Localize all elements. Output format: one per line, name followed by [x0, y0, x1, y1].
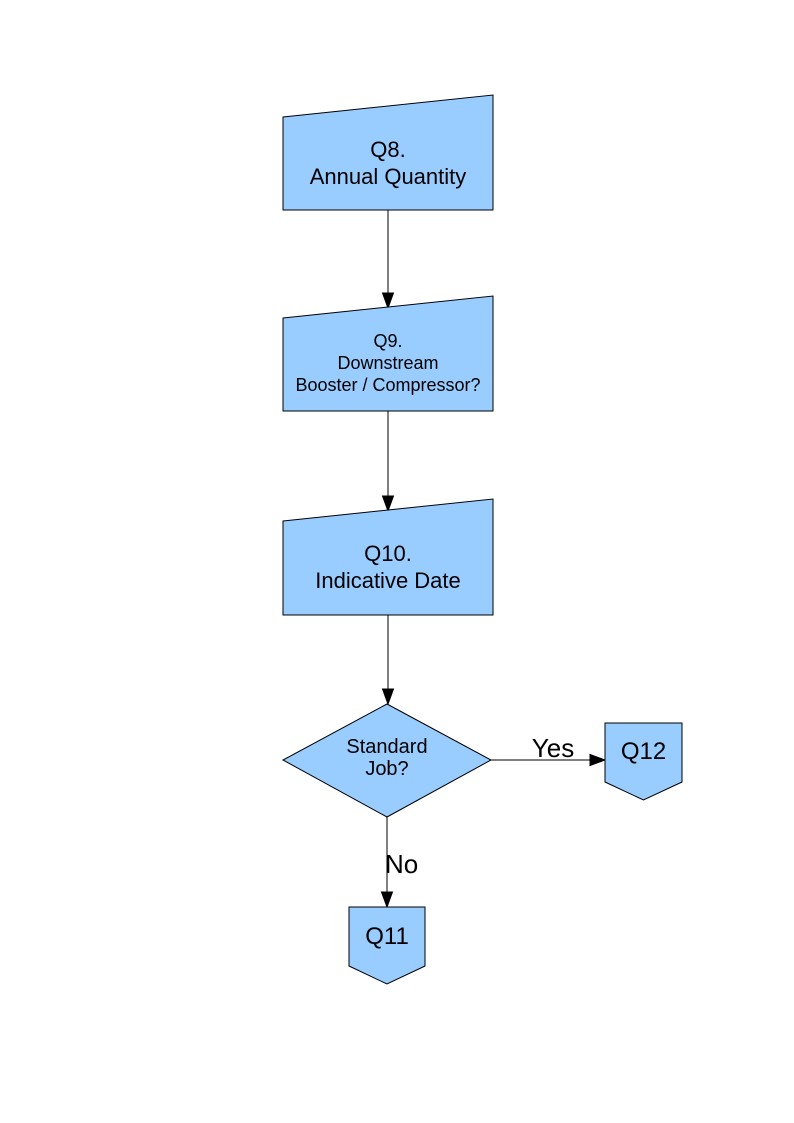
q9-label-line2: Downstream: [337, 353, 438, 373]
q10-label-line1: Q10.: [364, 541, 412, 566]
q8-label-line1: Q8.: [370, 137, 405, 162]
arrow-yes-head: [589, 753, 607, 767]
q11-connector: [348, 906, 426, 985]
yes-edge-label: Yes: [532, 733, 574, 763]
arrow-q9-to-q10-head: [381, 495, 395, 513]
q9-label-line1: Q9.: [373, 331, 402, 351]
q8-label-line2: Annual Quantity: [310, 164, 467, 189]
q12-label: Q12: [621, 738, 666, 765]
q8-node: [282, 94, 494, 211]
q9-label-line3: Booster / Compressor?: [295, 375, 480, 395]
arrow-no-head: [380, 891, 394, 909]
q10-label-line2: Indicative Date: [315, 568, 461, 593]
arrow-q10-to-decision-head: [381, 688, 395, 706]
decision-label-line2: Job?: [365, 758, 408, 780]
q9-node: [282, 295, 494, 412]
q12-connector: [604, 722, 683, 801]
q11-label: Q11: [365, 923, 409, 950]
arrow-q8-to-q9-head: [381, 292, 395, 310]
decision-label-line1: Standard: [346, 736, 427, 758]
no-edge-label: No: [385, 849, 418, 879]
q10-node: [282, 498, 494, 616]
